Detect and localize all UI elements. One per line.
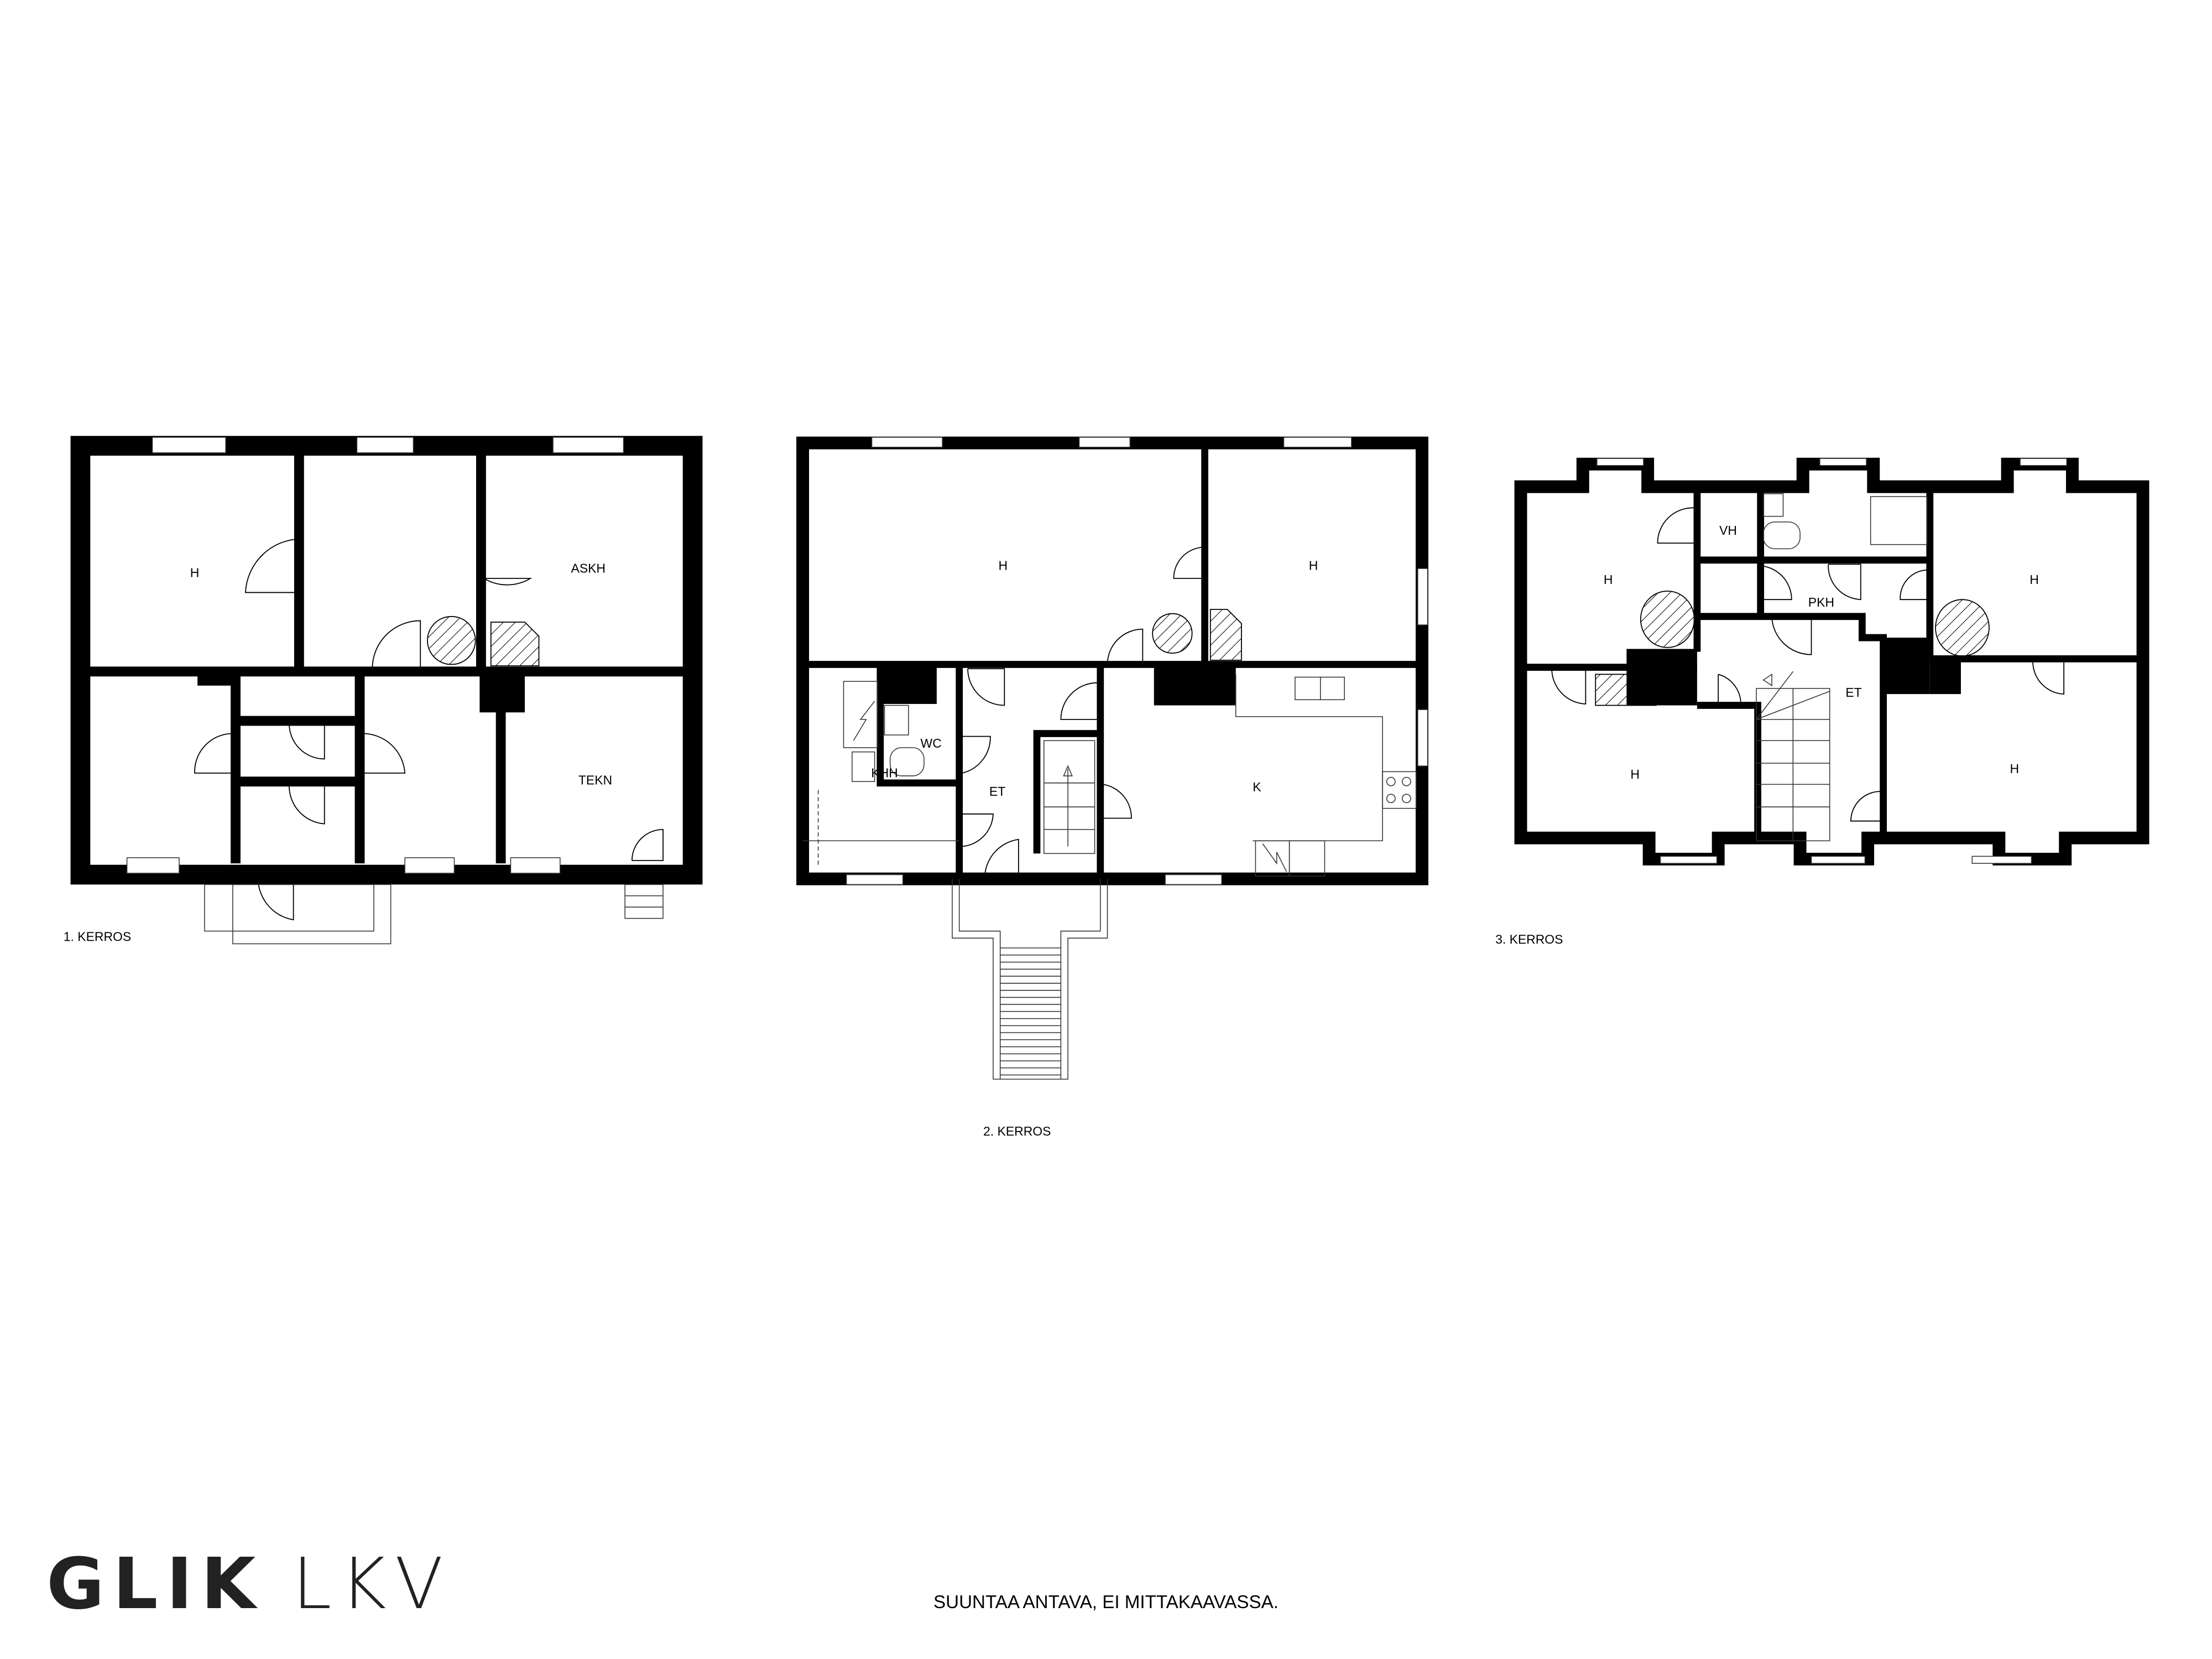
- floor-1-plan: H ASKH TEKN 1. KERROS: [64, 436, 703, 945]
- room-label: WC: [921, 736, 942, 750]
- room-label: H: [1630, 767, 1640, 781]
- doors: [194, 536, 664, 921]
- outer-wall: [70, 436, 703, 885]
- fireplaces: [1152, 609, 1242, 661]
- windows: [126, 437, 624, 874]
- fixtures: [802, 674, 1417, 877]
- stove-fireplaces: [427, 615, 540, 666]
- room-label: H: [998, 559, 1008, 573]
- logo-bold: GLIK: [46, 1543, 264, 1625]
- room-label: H: [1309, 559, 1318, 573]
- chimney: [479, 674, 525, 713]
- room-label: H: [2010, 761, 2020, 776]
- room-label: KHH: [871, 766, 898, 780]
- room-label: H: [2030, 572, 2039, 587]
- room-label: ET: [989, 784, 1005, 799]
- chimney: [1154, 664, 1236, 706]
- floor-caption: 2. KERROS: [983, 1124, 1051, 1139]
- windows: [846, 437, 1428, 885]
- room-label: VH: [1719, 523, 1737, 538]
- floor-caption: 1. KERROS: [64, 930, 131, 944]
- entrance-stairs: /* placeholder */: [952, 879, 1108, 1080]
- room-label: TEKN: [578, 773, 612, 787]
- chimney: [1885, 638, 1930, 695]
- logo-light: LKV: [293, 1543, 452, 1625]
- doors: [1551, 507, 2065, 822]
- room-label: K: [1253, 780, 1261, 794]
- interior-walls: [80, 446, 693, 864]
- floor-2-plan: /* placeholder */ H H WC KHH ET K 2. KER…: [796, 436, 1428, 1139]
- disclaimer-note: SUUNTAA ANTAVA, EI MITTAKAAVASSA.: [933, 1592, 1279, 1613]
- floor-3-plan: H VH PKH H ET H H 3. KERROS: [1495, 457, 2150, 947]
- room-label: H: [1604, 572, 1613, 587]
- room-label: H: [190, 565, 200, 580]
- room-label: ASKH: [571, 561, 606, 576]
- entrance-stair-treads: [1000, 947, 1061, 1076]
- floor-caption: 3. KERROS: [1495, 932, 1563, 947]
- interior-walls: [1521, 487, 2143, 838]
- interior-walls: [802, 443, 1422, 879]
- company-logo: GLIK LKV: [46, 1543, 451, 1625]
- room-label: ET: [1845, 685, 1861, 700]
- entrance-steps: [204, 884, 664, 945]
- outer-wall: [1514, 457, 2150, 866]
- fixtures: [1756, 493, 1928, 842]
- windows: [1596, 458, 2068, 864]
- room-label: PKH: [1808, 595, 1834, 609]
- doors: [961, 546, 1203, 880]
- fireplaces: [1595, 590, 1990, 706]
